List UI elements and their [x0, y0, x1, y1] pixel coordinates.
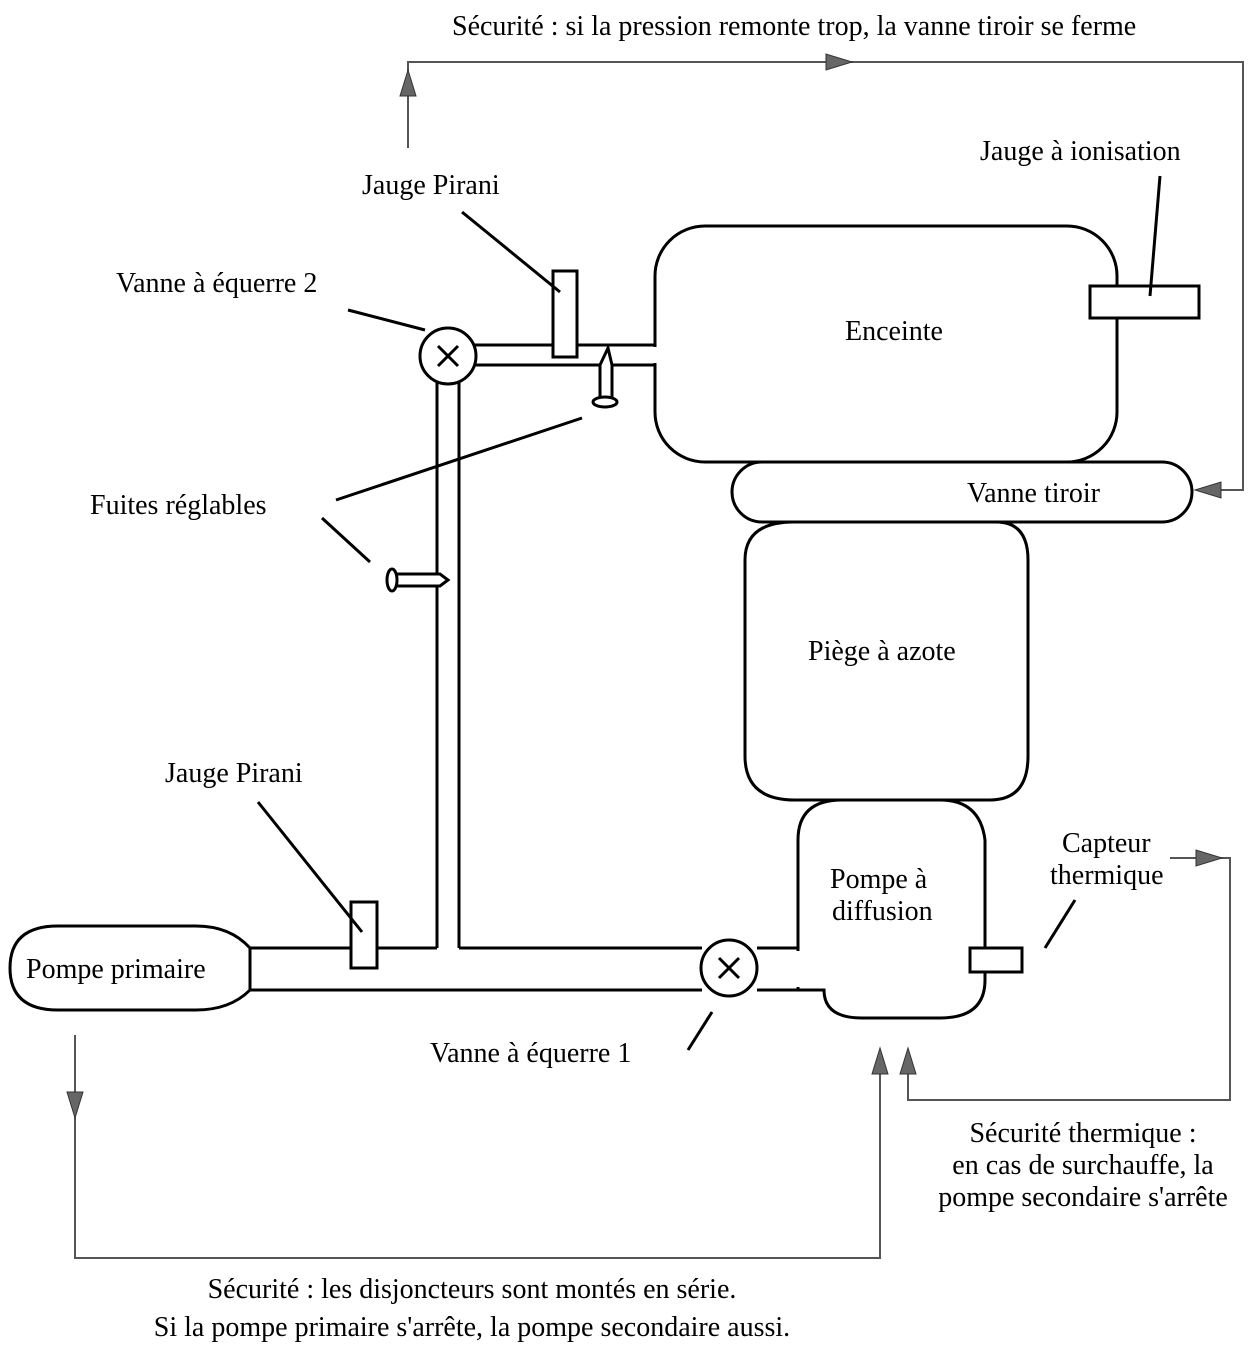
pirani-gauge-top-pointer	[461, 210, 561, 294]
nitrogen-trap-label: Piège à azote	[808, 636, 956, 667]
angle-valve-1	[686, 938, 759, 1051]
primary-pump-label: Pompe primaire	[26, 954, 206, 985]
diffusion-pump-label-line2: diffusion	[832, 896, 933, 927]
bottom-security-note-line1: Sécurité : les disjoncteurs sont montés …	[208, 1274, 737, 1305]
thermal-security-note-line3: pompe secondaire s'arrête	[938, 1182, 1228, 1213]
arrow-left-icon	[1193, 481, 1222, 499]
angle-valve-2-pointer	[347, 308, 426, 332]
angle-valve-2	[347, 308, 478, 386]
enceinte-label: Enceinte	[845, 316, 943, 347]
diffusion-pump: Pompe à diffusion	[796, 798, 987, 1020]
thermal-sensor-label-line2: thermique	[1050, 860, 1164, 891]
enceinte-chamber: Enceinte	[653, 224, 1119, 464]
thermal-security-note-line2: en cas de surchauffe, la	[952, 1150, 1214, 1181]
angle-valve-1-label: Vanne à équerre 1	[430, 1038, 631, 1069]
arrow-up-icon	[871, 1046, 889, 1075]
angle-valve-2-label: Vanne à équerre 2	[116, 268, 317, 299]
ionization-gauge-label: Jauge à ionisation	[980, 136, 1181, 167]
gate-valve-label: Vanne tiroir	[967, 478, 1101, 509]
close-icon	[717, 956, 741, 980]
nitrogen-trap: Piège à azote	[743, 520, 1030, 802]
arrow-down-icon	[66, 1091, 84, 1120]
arrow-up-icon	[399, 68, 417, 97]
pirani-gauge-bottom	[256, 801, 379, 970]
thermal-sensor-pointer	[1043, 899, 1077, 949]
bottom-security-signal-line	[66, 1035, 889, 1259]
pirani-gauge-bottom-pointer	[256, 801, 364, 933]
adjustable-leaks-label: Fuites réglables	[90, 490, 267, 521]
arrow-up-icon	[899, 1046, 917, 1075]
pirani-gauge-top	[461, 210, 579, 359]
diffusion-pump-label-line1: Pompe à	[830, 864, 928, 895]
primary-pump: Pompe primaire	[8, 924, 252, 1012]
adjustable-leak-side-pointer	[320, 516, 372, 564]
top-security-note: Sécurité : si la pression remonte trop, …	[452, 11, 1136, 42]
thermal-security-note-line1: Sécurité thermique :	[969, 1118, 1196, 1149]
pirani-gauge-bottom-label: Jauge Pirani	[165, 758, 303, 789]
close-icon	[436, 344, 460, 368]
angle-valve-1-pointer	[686, 1011, 714, 1051]
bottom-security-note-line2: Si la pompe primaire s'arrête, la pompe …	[154, 1312, 790, 1343]
thermal-sensor-label-line1: Capteur	[1062, 828, 1151, 859]
adjustable-leak-side	[320, 516, 451, 593]
adjustable-leak-top-pointer	[335, 416, 583, 502]
thermal-sensor	[968, 899, 1077, 974]
gate-valve: Vanne tiroir	[730, 460, 1194, 524]
top-security-signal-line	[399, 53, 1244, 499]
arrow-right-icon	[1195, 849, 1224, 867]
ionization-gauge	[1088, 175, 1201, 320]
thermal-security-signal-line	[899, 849, 1231, 1101]
pirani-gauge-top-label: Jauge Pirani	[362, 170, 500, 201]
arrow-right-icon	[825, 53, 854, 71]
ionization-gauge-pointer	[1148, 175, 1162, 297]
adjustable-leak-top	[335, 343, 619, 502]
